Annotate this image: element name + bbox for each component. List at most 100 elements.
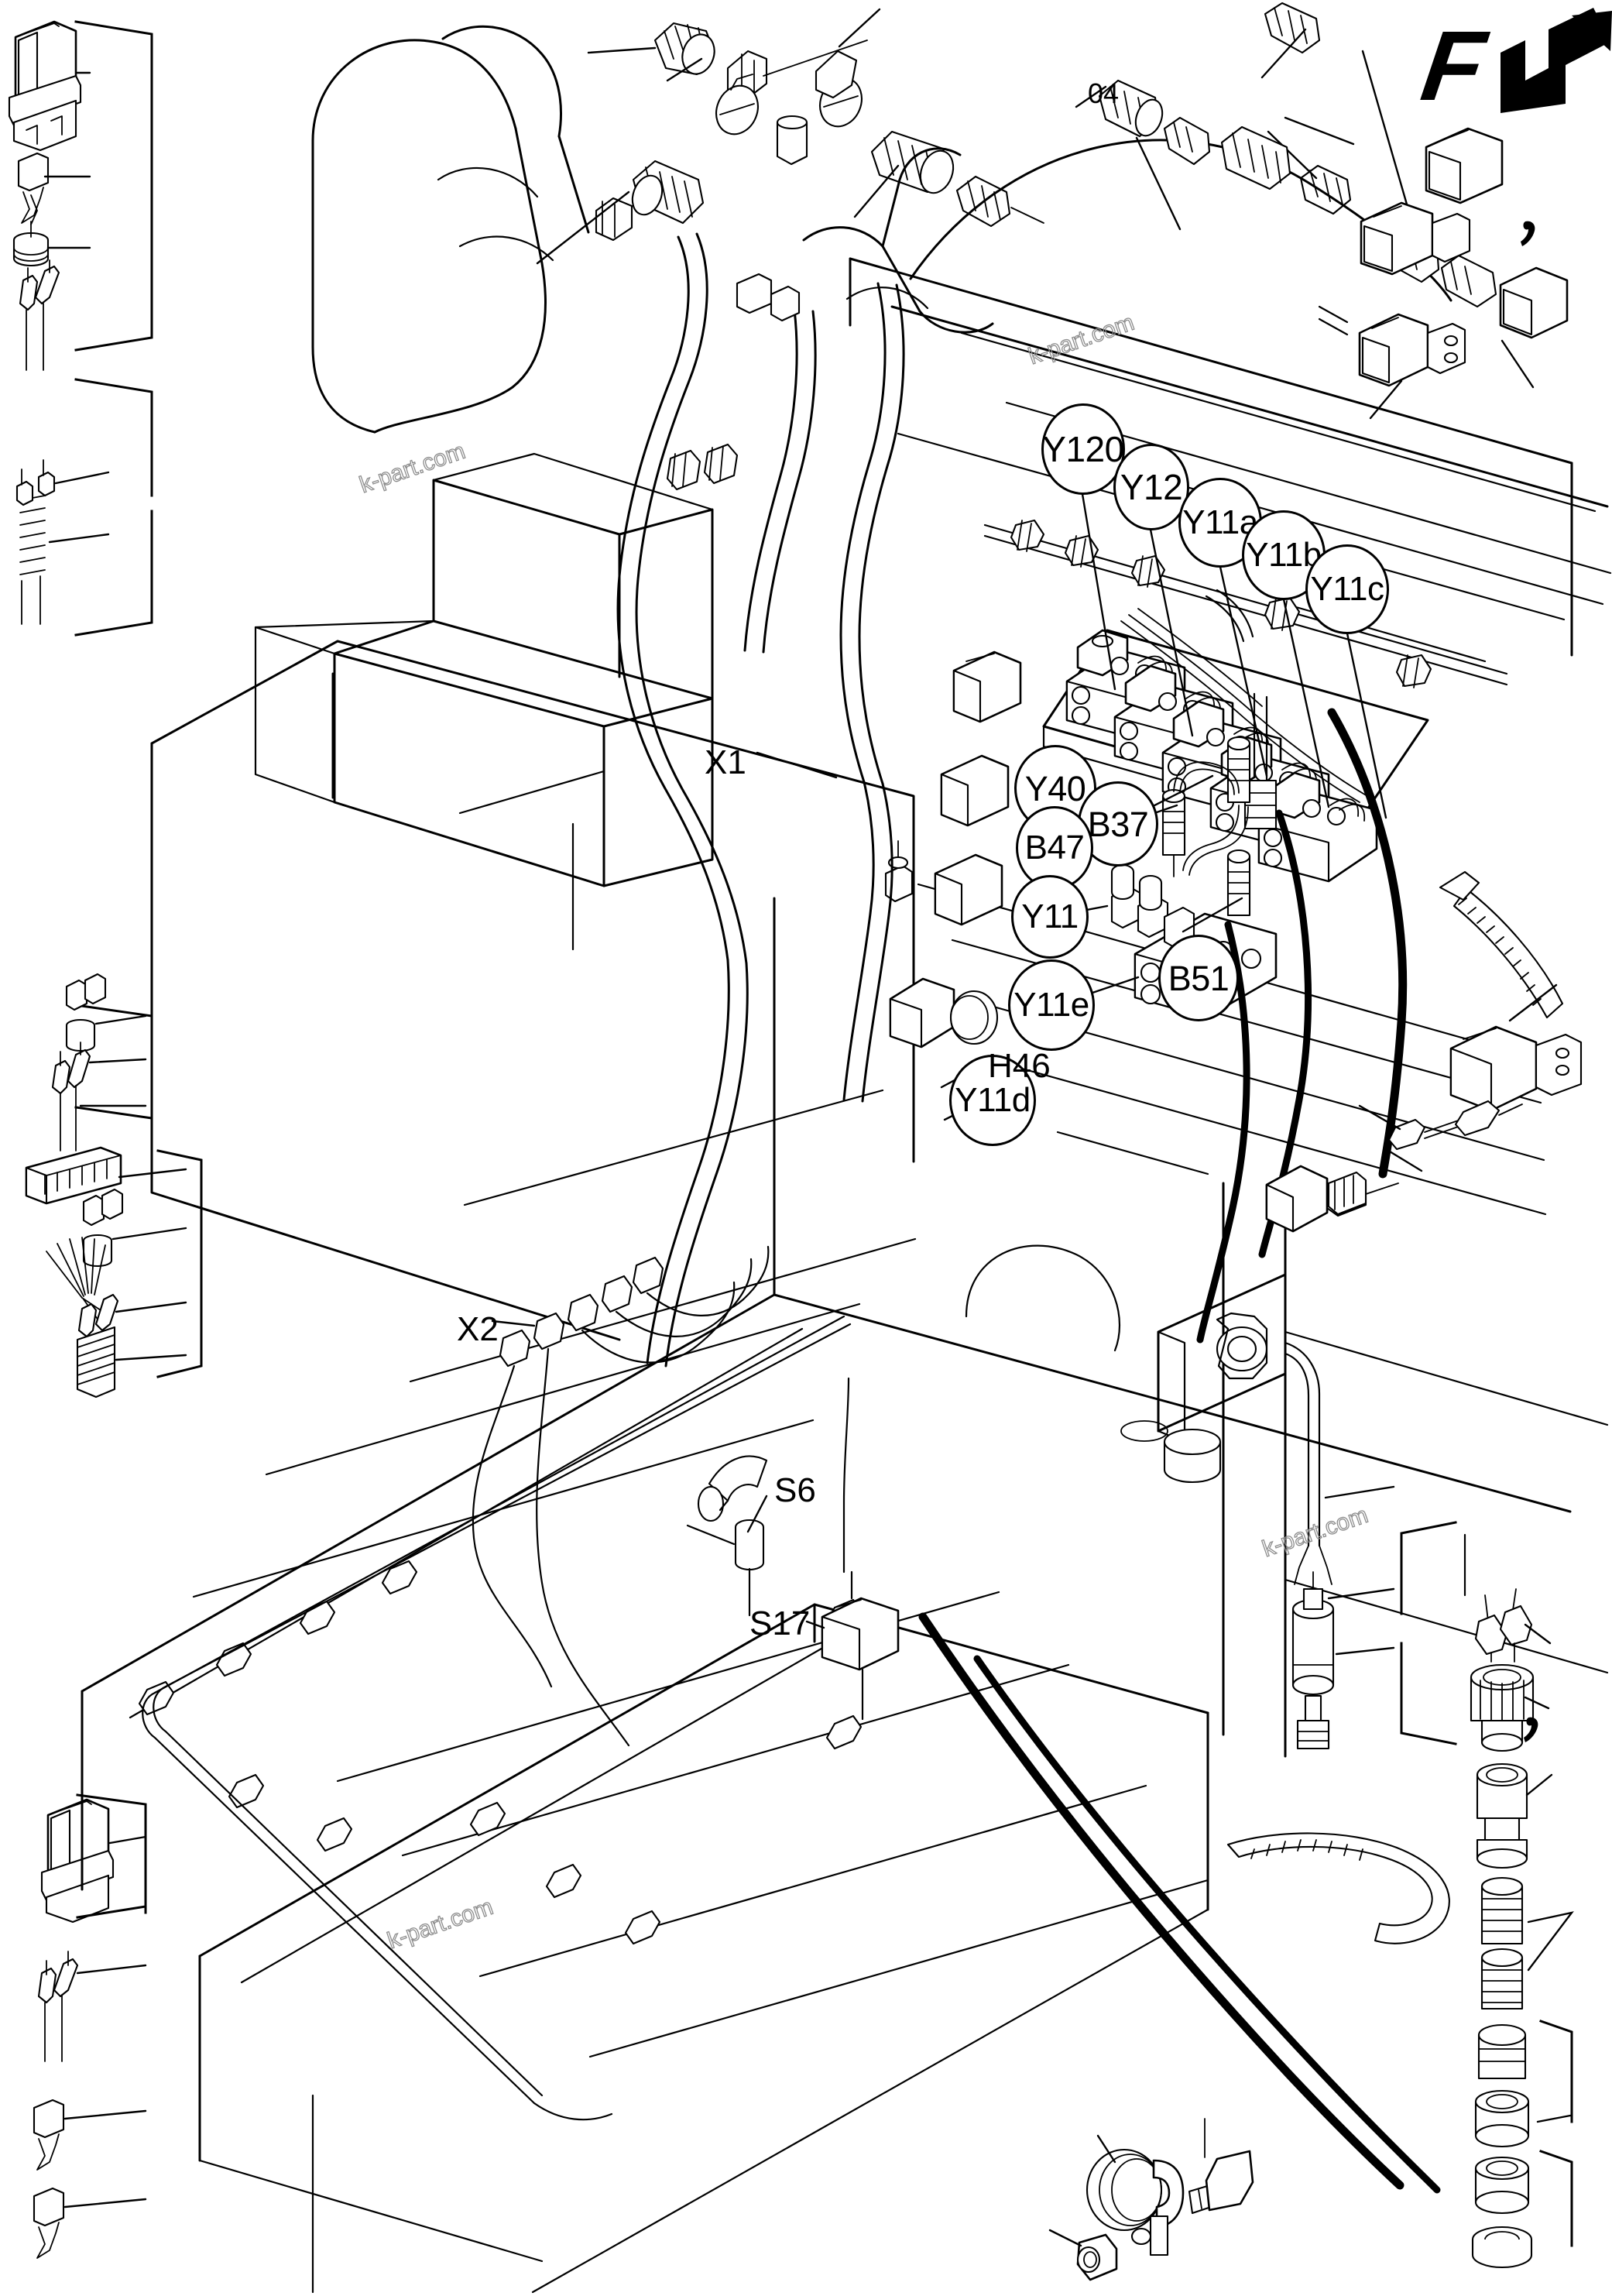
pressure-sensor-b47 bbox=[1161, 788, 1186, 877]
connector-relay-lower bbox=[934, 853, 1003, 926]
hex-nut-icon-2 bbox=[1474, 2156, 1530, 2215]
strain-relief-boot-lower-left bbox=[536, 160, 705, 265]
x2-tube-5 bbox=[632, 1245, 770, 1316]
multi-cavity-terminal-block-icon bbox=[25, 1146, 122, 1205]
wire-terminal-pins-icon bbox=[1387, 1100, 1523, 1151]
callout-label: Y11b bbox=[1246, 536, 1322, 574]
comma-mark bbox=[1524, 1717, 1538, 1742]
cable-end-fitting-2 bbox=[703, 443, 739, 485]
connector-plug-h46 bbox=[889, 977, 999, 1048]
sealing-washer-icon bbox=[1471, 2226, 1533, 2269]
label-x2: X2 bbox=[457, 1310, 499, 1349]
fitting-stack bbox=[1110, 863, 1195, 949]
callout-label: Y12 bbox=[1120, 467, 1183, 507]
relay-connector-housing-icon bbox=[8, 20, 82, 152]
blade-terminal-pair-icon bbox=[33, 2099, 65, 2259]
label-04: 04 bbox=[1088, 77, 1119, 110]
callout-y11e[interactable]: Y11e bbox=[1008, 959, 1095, 1051]
swivel-elbow-fitting-1 bbox=[715, 50, 768, 136]
callout-label: B47 bbox=[1024, 829, 1085, 867]
label-s6: S6 bbox=[774, 1471, 816, 1510]
inline-coupling-d bbox=[1264, 596, 1301, 631]
callout-y120[interactable]: Y120 bbox=[1041, 403, 1125, 495]
callout-b51[interactable]: B51 bbox=[1158, 935, 1239, 1021]
orientation-arrow-icon bbox=[1501, 8, 1612, 113]
machine-body bbox=[81, 25, 1612, 2294]
x2-tube-4 bbox=[601, 1258, 753, 1337]
connector-plug-top-right bbox=[1499, 266, 1569, 339]
x2-tube-3 bbox=[567, 1281, 736, 1364]
solenoid-small-parts bbox=[1265, 1165, 1367, 1233]
label-text: S6 bbox=[774, 1471, 816, 1509]
x2-hose-group bbox=[472, 1245, 770, 1747]
cable-clamp-assembly bbox=[1048, 2118, 1254, 2281]
knurled-nut-04 bbox=[1220, 125, 1291, 190]
callout-y11d[interactable]: Y11d bbox=[949, 1055, 1036, 1146]
strain-relief-boot-group-left bbox=[587, 22, 715, 82]
hose-coupling-far-right bbox=[1260, 2, 1321, 79]
cable-tie-strap-icon bbox=[1439, 870, 1564, 1019]
threaded-stud-small bbox=[1327, 1171, 1367, 1216]
right-top-connectors bbox=[1358, 127, 1569, 420]
callout-label: Y40 bbox=[1024, 768, 1086, 808]
label-text: X2 bbox=[457, 1310, 499, 1348]
callout-y12[interactable]: Y12 bbox=[1113, 444, 1189, 530]
twin-wire-joint-icon bbox=[51, 1042, 91, 1151]
lock-ring-icon bbox=[1477, 2023, 1527, 2080]
label-x1: X1 bbox=[705, 743, 746, 782]
left-connector-stack bbox=[884, 650, 1022, 1048]
connector-relay-mid bbox=[940, 754, 1010, 827]
sealed-connector-block-icon bbox=[1449, 1025, 1583, 1112]
inline-coupling-a bbox=[1010, 519, 1045, 552]
x2-tube-2 bbox=[533, 1312, 630, 1747]
coil-housing-small bbox=[1265, 1165, 1329, 1233]
junction-box-s17-icon bbox=[821, 1570, 900, 1721]
hex-bolt-icon bbox=[1188, 2118, 1254, 2215]
cable-tie-strap-icon-2 bbox=[1226, 1832, 1450, 1944]
callout-label: Y11d bbox=[955, 1081, 1031, 1119]
pressure-sensor-b51 bbox=[1226, 849, 1251, 917]
blade-terminal-icon bbox=[17, 152, 50, 225]
hydraulic-line-top bbox=[983, 519, 1508, 830]
label-h46: H46 bbox=[988, 1047, 1051, 1086]
horn-button-icon bbox=[697, 1455, 768, 1522]
grommet-seal-icon bbox=[12, 221, 50, 267]
label-text: S17 bbox=[749, 1604, 811, 1642]
callout-y11[interactable]: Y11 bbox=[1011, 875, 1089, 959]
callout-label: Y11c bbox=[1310, 570, 1384, 608]
cable-clamp-bracket-icon bbox=[1086, 2134, 1185, 2257]
label-text: 04 bbox=[1088, 77, 1120, 109]
left-parts-column bbox=[8, 20, 203, 2259]
fitting-small-left bbox=[884, 856, 914, 903]
callout-b37[interactable]: B37 bbox=[1078, 781, 1158, 867]
strain-relief-boot-group-right bbox=[853, 130, 955, 218]
callout-y11c[interactable]: Y11c bbox=[1305, 544, 1389, 634]
callout-label: Y11e bbox=[1014, 986, 1089, 1024]
x2-tube-1 bbox=[472, 1329, 553, 1688]
threaded-nipple-right bbox=[955, 175, 1044, 228]
relay-connector-housing-icon-2 bbox=[40, 1798, 115, 1924]
twin-wire-splice-icon bbox=[19, 259, 60, 371]
horn-and-switches bbox=[686, 1377, 900, 1721]
compression-ferrule-icon bbox=[1480, 1948, 1524, 2010]
connector-relay-upper bbox=[952, 650, 1022, 723]
callout-label: Y11a bbox=[1182, 503, 1258, 541]
callout-y11a[interactable]: Y11a bbox=[1178, 478, 1262, 568]
coiled-sleeve-harness-icon bbox=[15, 459, 56, 625]
label-s17: S17 bbox=[749, 1604, 810, 1643]
callout-label: Y11 bbox=[1021, 897, 1079, 935]
cable-end-fitting-1 bbox=[666, 449, 701, 491]
swivel-elbow-fitting-2 bbox=[815, 8, 881, 128]
cable-gland-exploded bbox=[1470, 1588, 1574, 2269]
callout-label: B37 bbox=[1087, 804, 1149, 844]
comma-mark-2 bbox=[1521, 221, 1535, 246]
right-parts-column bbox=[1226, 870, 1583, 2269]
threaded-nipple-04 bbox=[1098, 79, 1164, 138]
hex-nut-icon bbox=[1474, 2089, 1530, 2148]
union-sleeve bbox=[776, 115, 808, 166]
callout-label: Y120 bbox=[1042, 429, 1124, 469]
gland-body-icon bbox=[1476, 1762, 1528, 1869]
connector-cap bbox=[1425, 127, 1504, 204]
